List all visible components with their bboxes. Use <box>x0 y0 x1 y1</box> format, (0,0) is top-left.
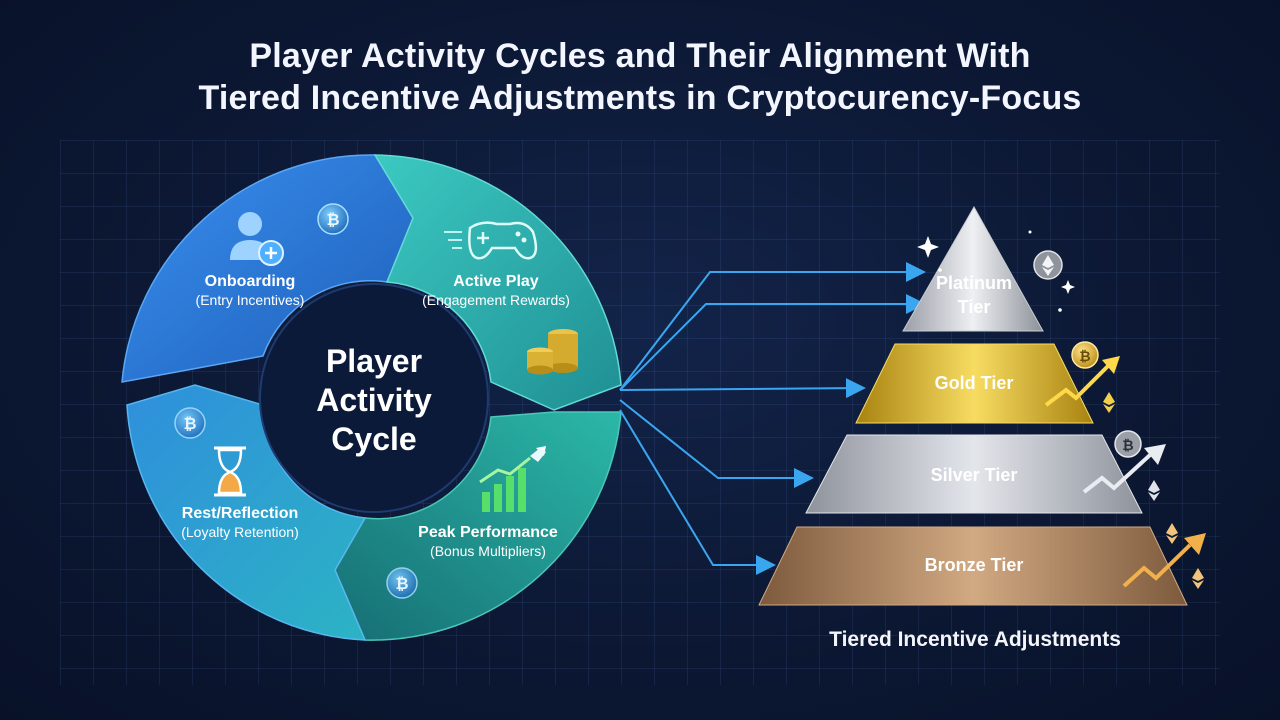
segment-peak-performance-label: Peak Performance <box>418 524 558 541</box>
tier-gold-label: Gold Tier <box>935 373 1014 393</box>
arrow-to-platinum-2 <box>619 294 926 391</box>
arrow-to-silver <box>619 399 814 488</box>
ethereum-icon <box>1103 392 1115 413</box>
pyramid-caption: Tiered Incentive Adjustments <box>829 628 1121 651</box>
svg-text:₿: ₿ <box>183 414 196 433</box>
svg-text:₿: ₿ <box>1122 438 1133 454</box>
ethereum-icon <box>1166 523 1178 544</box>
growth-chart-rocket-icon <box>479 446 546 512</box>
bitcoin-coin-icon: ₿ <box>174 407 206 439</box>
tier-platinum-label-line-2: Tier <box>958 297 991 317</box>
tier-silver-label: Silver Tier <box>931 465 1018 485</box>
tier-platinum <box>902 205 1044 332</box>
cycle-center-line-2: Activity <box>316 382 432 418</box>
cycle-center-line-3: Cycle <box>331 421 416 457</box>
sparkles-icon <box>917 230 1075 312</box>
bitcoin-coin-icon: ₿ <box>317 203 349 235</box>
segment-peak-performance-sublabel: (Bonus Multipliers) <box>430 543 546 559</box>
arrow-to-platinum <box>619 262 926 391</box>
trend-up-arrow-icon <box>1082 444 1166 494</box>
segment-active-play-label: Active Play <box>453 273 538 290</box>
segment-rest-reflection-sublabel: (Loyalty Retention) <box>181 524 299 540</box>
segment-active-play-sublabel: (Engagement Rewards) <box>422 292 570 308</box>
arrow-to-gold <box>619 378 866 399</box>
cycle-center-hub <box>259 283 489 513</box>
tier-bronze-label: Bronze Tier <box>925 555 1024 575</box>
segment-rest-reflection <box>126 384 367 641</box>
user-plus-icon <box>230 212 284 266</box>
tier-bronze <box>758 526 1188 606</box>
svg-text:₿: ₿ <box>326 210 339 229</box>
bitcoin-coin-icon: ₿ <box>1071 341 1099 369</box>
ethereum-icon <box>1148 480 1160 501</box>
cycle-center-line-1: Player <box>326 343 422 379</box>
page-title-line-2: Tiered Incentive Adjustments in Cryptocu… <box>198 79 1082 117</box>
tier-silver <box>805 434 1143 514</box>
segment-rest-reflection-label: Rest/Reflection <box>182 505 298 522</box>
hourglass-icon <box>214 446 246 497</box>
bitcoin-coin-icon: ₿ <box>386 567 418 599</box>
segment-onboarding-label: Onboarding <box>205 273 296 290</box>
gamepad-icon <box>444 221 538 260</box>
page-title-line-1: Player Activity Cycles and Their Alignme… <box>249 37 1031 75</box>
ethereum-icon <box>1192 568 1204 589</box>
bitcoin-coin-icon: ₿ <box>1114 430 1142 458</box>
tier-platinum-label-line-1: Platinum <box>936 273 1012 293</box>
trend-up-arrow-icon <box>1044 356 1120 407</box>
trend-up-arrow-icon <box>1122 533 1206 588</box>
tier-gold <box>855 343 1094 424</box>
ethereum-icon <box>1033 250 1063 280</box>
svg-text:₿: ₿ <box>395 574 408 593</box>
svg-text:₿: ₿ <box>1079 349 1090 365</box>
segment-onboarding-sublabel: (Entry Incentives) <box>196 292 305 308</box>
connector-arrows <box>619 262 926 575</box>
arrow-to-bronze <box>619 409 776 575</box>
coin-stack-icon <box>527 329 578 375</box>
